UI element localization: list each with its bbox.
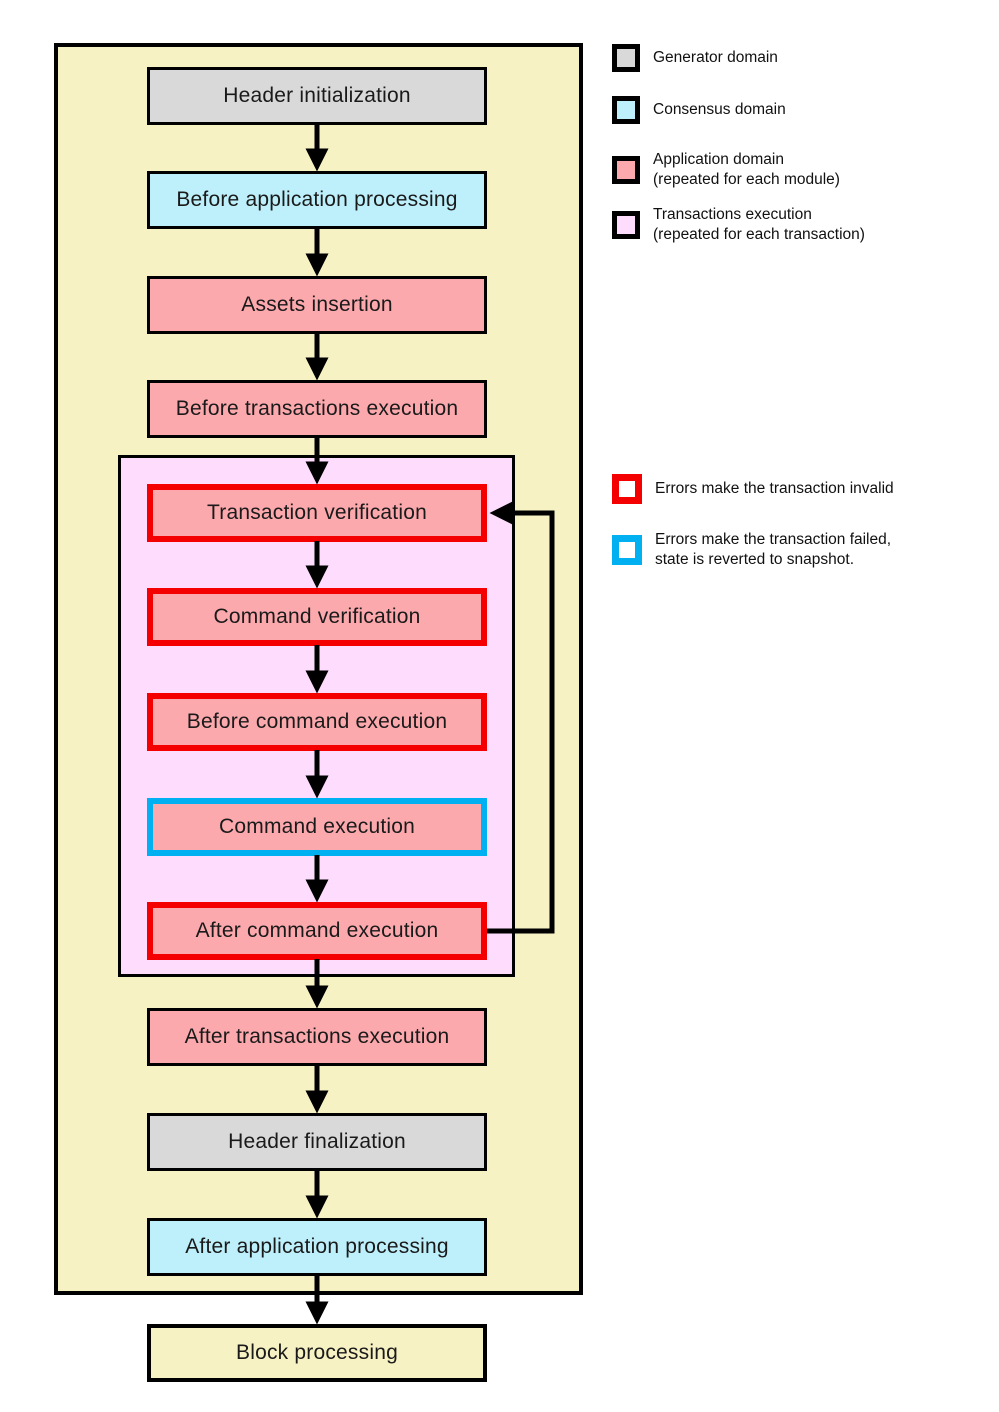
step-label: Header initialization — [223, 84, 411, 107]
legend-item-error-invalid: Errors make the transaction invalid — [612, 474, 894, 504]
step-label: Before command execution — [186, 710, 448, 733]
step-before-application-processing: Before application processing — [147, 171, 487, 229]
cyan-outline-swatch-icon — [612, 535, 642, 565]
legend-label: Application domain — [653, 151, 784, 168]
step-header-finalization: Header finalization — [147, 1113, 487, 1171]
step-label: Block processing — [236, 1341, 398, 1364]
step-command-verification: Command verification — [147, 588, 487, 646]
step-before-transactions-execution: Before transactions execution — [147, 380, 487, 438]
step-after-transactions-execution: After transactions execution — [147, 1008, 487, 1066]
step-block-processing: Block processing — [147, 1324, 487, 1382]
red-outline-swatch-icon — [612, 474, 642, 504]
legend-label: Consensus domain — [653, 101, 786, 118]
legend-sublabel: (repeated for each module) — [653, 171, 840, 188]
step-label: After command execution — [195, 919, 439, 942]
step-assets-insertion: Assets insertion — [147, 276, 487, 334]
consensus-domain-swatch-icon — [612, 96, 640, 124]
step-label: Assets insertion — [241, 293, 393, 316]
step-header-initialization: Header initialization — [147, 67, 487, 125]
legend-label: Errors make the transaction failed, — [655, 531, 892, 548]
legend-label: Generator domain — [653, 49, 778, 66]
legend-item-generator-domain: Generator domain — [612, 44, 778, 72]
application-domain-swatch-icon — [612, 156, 640, 184]
legend-sublabel: state is reverted to snapshot. — [655, 551, 855, 568]
step-label: After application processing — [185, 1235, 449, 1258]
step-label: After transactions execution — [184, 1025, 450, 1048]
legend-label: Transactions execution — [653, 206, 812, 223]
legend-item-error-failed: Errors make the transaction failed, stat… — [612, 530, 891, 570]
step-label: Header finalization — [228, 1130, 406, 1153]
step-before-command-execution: Before command execution — [147, 693, 487, 751]
step-after-command-execution: After command execution — [147, 902, 487, 960]
transactions-execution-swatch-icon — [612, 211, 640, 239]
generator-domain-swatch-icon — [612, 44, 640, 72]
step-label: Command execution — [219, 815, 415, 838]
step-command-execution: Command execution — [147, 798, 487, 856]
step-transaction-verification: Transaction verification — [147, 484, 487, 542]
legend-item-transactions-execution: Transactions execution (repeated for eac… — [612, 205, 865, 245]
step-label: Before transactions execution — [175, 397, 459, 420]
legend-item-consensus-domain: Consensus domain — [612, 96, 786, 124]
legend-sublabel: (repeated for each transaction) — [653, 226, 865, 243]
step-label: Command verification — [213, 605, 421, 628]
step-label: Transaction verification — [207, 501, 427, 524]
legend-label: Errors make the transaction invalid — [655, 480, 894, 497]
step-after-application-processing: After application processing — [147, 1218, 487, 1276]
legend-item-application-domain: Application domain (repeated for each mo… — [612, 150, 840, 190]
step-label: Before application processing — [176, 188, 458, 211]
